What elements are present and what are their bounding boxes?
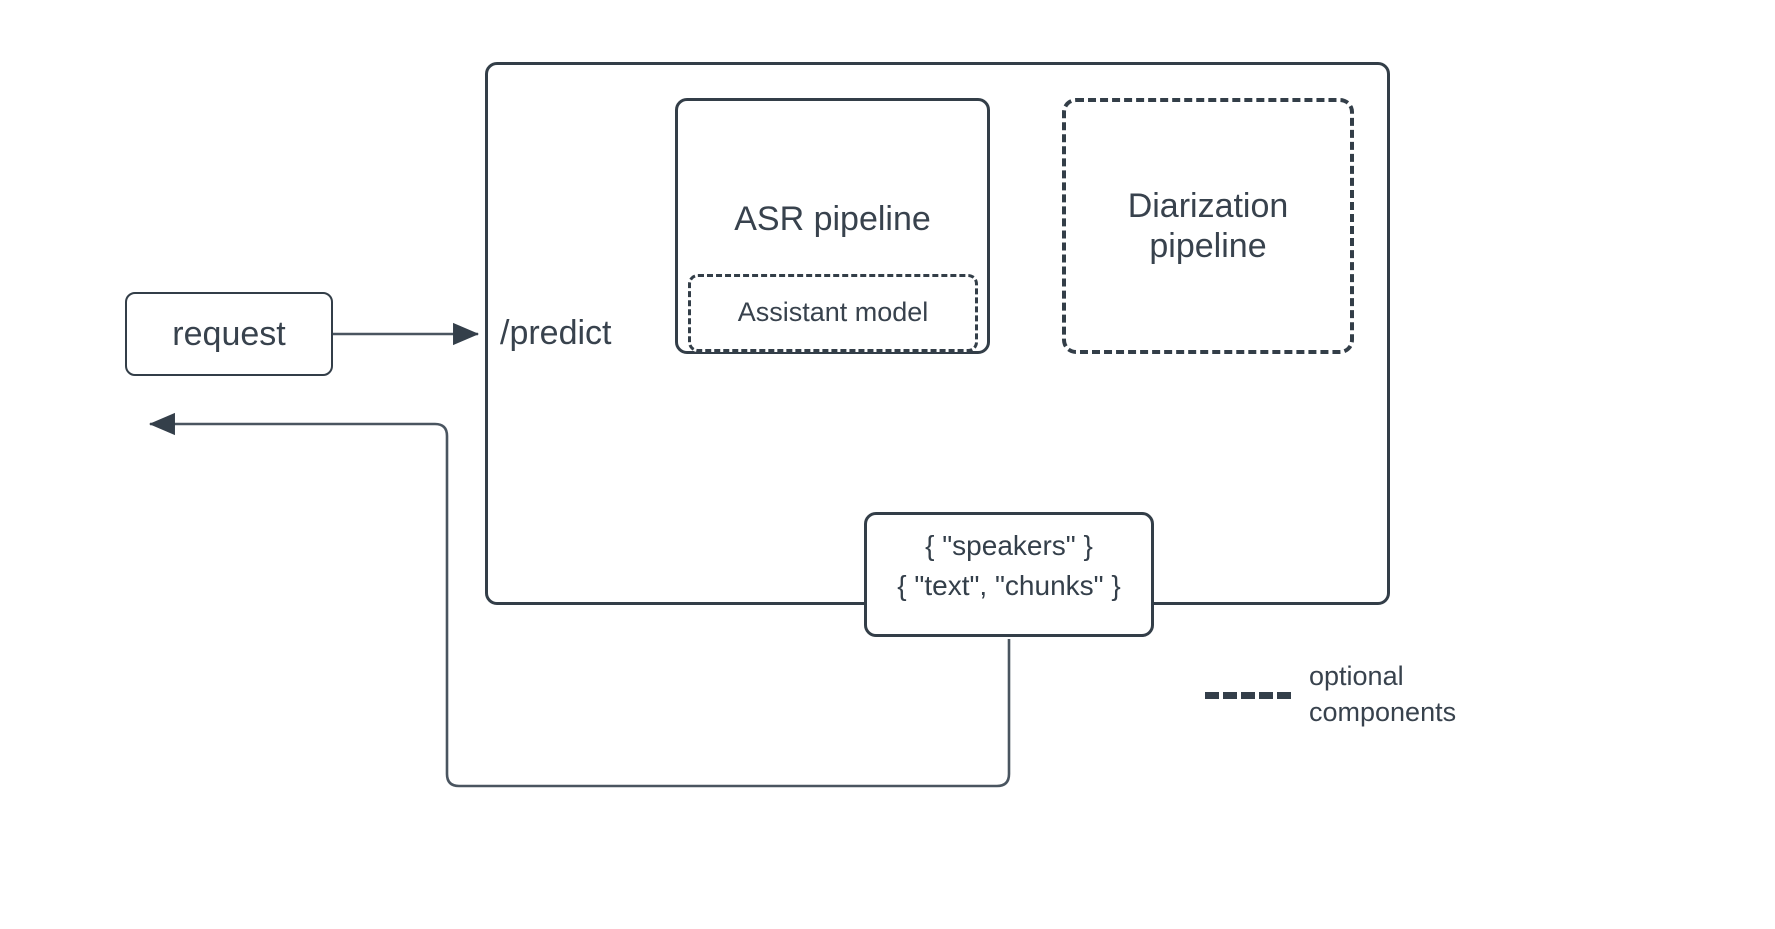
diarization-pipeline-label: Diarization pipeline xyxy=(1062,166,1354,286)
asr-pipeline-label-text: ASR pipeline xyxy=(734,199,931,238)
asr-pipeline-label: ASR pipeline xyxy=(675,190,990,248)
dashed-line-icon xyxy=(1205,691,1291,699)
diarization-label-line1: Diarization xyxy=(1127,186,1289,225)
assistant-model-label-text: Assistant model xyxy=(737,297,929,328)
output-text-chunks-label: { "text", "chunks" } xyxy=(864,564,1154,608)
predict-label-text: /predict xyxy=(500,313,612,352)
predict-endpoint-label: /predict xyxy=(500,302,660,364)
assistant-model-label: Assistant model xyxy=(688,292,978,334)
request-node[interactable]: request xyxy=(125,292,333,376)
output-speakers-label: { "speakers" } xyxy=(864,524,1154,568)
output-payload-node[interactable] xyxy=(864,512,1154,637)
legend-label: optional components xyxy=(1309,661,1457,727)
diarization-pipeline-node[interactable] xyxy=(1062,98,1354,354)
diarization-label-line2: pipeline xyxy=(1149,227,1267,265)
output-speakers-text: { "speakers" } xyxy=(925,530,1093,562)
output-text-chunks-text: { "text", "chunks" } xyxy=(897,570,1121,602)
assistant-model-node[interactable] xyxy=(688,274,978,352)
request-label: request xyxy=(172,314,286,353)
legend: optional components xyxy=(1205,655,1505,735)
